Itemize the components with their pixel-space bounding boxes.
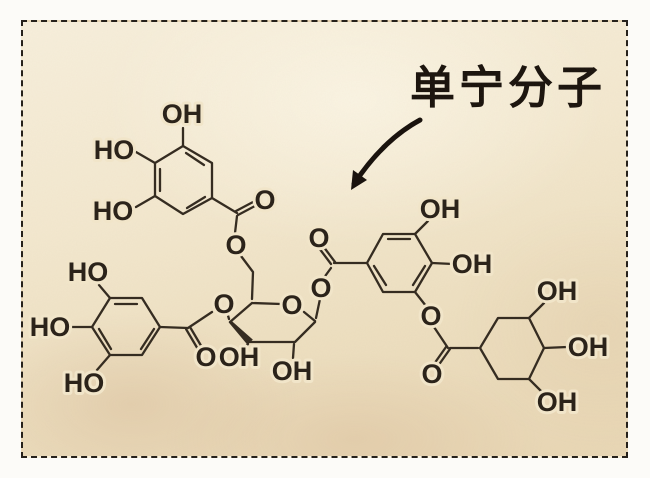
atom-label-oh: OH [537,387,578,417]
atom-label-o: O [195,342,216,372]
cyclohexyl-ester-bonds [432,325,480,350]
atom-label-oh: OH [219,342,260,372]
atom-labels: OH HO HO O O O O O OH OH HO HO HO O O OH… [27,96,612,420]
atom-label-o: O [308,223,329,253]
atom-label-o: O [310,273,331,303]
galloyl3-substituent-bonds [413,219,455,308]
bond-network [68,126,569,395]
atom-label-ho: HO [94,135,135,165]
cyclohexyl-substituent-bonds [527,301,569,395]
atom-label-o: O [225,230,246,260]
atom-label-o: O [420,301,441,331]
atom-label-oh: OH [272,356,313,386]
galloyl3-carbonyl-double-bond [317,244,337,266]
atom-label-oh: OH [452,249,493,279]
atom-label-oh: OH [420,194,461,224]
galloyl1-substituent-bonds [134,126,239,235]
atom-label-ho: HO [93,196,134,226]
arrow-head-icon [351,170,367,190]
atom-label-o: O [421,359,442,389]
atom-label-ho: HO [68,257,109,287]
atom-label-ho: HO [64,368,105,398]
galloyl1-double-bonds [158,151,207,210]
galloyl2-double-bonds [97,302,156,351]
atom-label-o: O [254,185,275,215]
galloyl1-carbonyl-double-bond [234,200,257,217]
cyclohexyl-carbonyl-double-bond [432,345,452,368]
annotation-arrow [351,117,423,190]
galloyl3-double-bonds [372,237,427,287]
galloyl2-substituent-bonds [68,283,214,372]
atom-label-oh: OH [568,332,609,362]
galloyl1-ester-to-c6-bond [239,254,255,301]
sugar-substituent-bonds [225,297,322,360]
atom-label-ho: HO [30,312,71,342]
atom-label-oh: OH [162,99,203,129]
atom-label-oh: OH [537,276,578,306]
paper-grain-texture [23,22,626,456]
atom-label-o: O [213,289,234,319]
galloyl3-ester-bonds [321,261,369,281]
sugar-ring-bonds [228,301,317,344]
atom-label-o: O [281,290,302,320]
galloyl2-carbonyl-double-bond [184,325,205,353]
